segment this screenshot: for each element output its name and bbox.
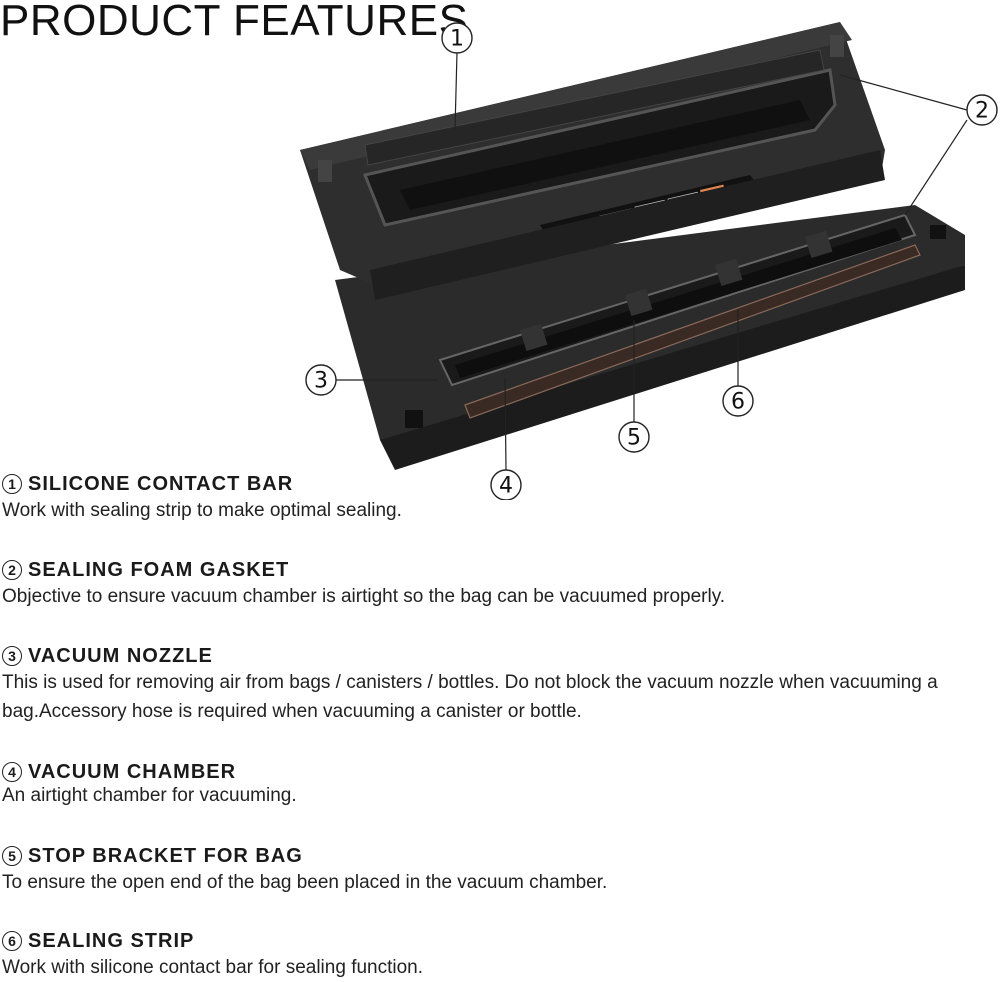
feature-number-badge: 2 [2,560,22,580]
feature-title: VACUUM CHAMBER [28,760,237,783]
feature-number-badge: 5 [2,846,22,866]
vacuum-sealer-illustration: DRYMOISTSEALVAC PULSE 1 2 3 4 5 6 [300,22,998,500]
feature-title: STOP BRACKET FOR BAG [28,844,303,867]
feature-description: To ensure the open end of the bag been p… [2,872,608,893]
callout-3: 3 [314,369,328,394]
feature-number-badge: 1 [2,474,22,494]
callout-6: 6 [731,390,745,415]
feature-number-badge: 3 [2,646,22,666]
callout-5: 5 [627,426,641,451]
feature-sealing-strip: 6 SEALING STRIP Work with silicone contac… [0,928,1000,982]
feature-silicone-contact-bar: 1 SILICONE CONTACT BAR Work with sealing … [0,471,1000,525]
feature-description: Objective to ensure vacuum chamber is ai… [2,586,726,607]
feature-sealing-foam-gasket: 2 SEALING FOAM GASKET Objective to ensure… [0,557,1000,611]
feature-number-badge: 6 [2,931,22,951]
page-title: PRODUCT FEATURES [0,0,469,45]
feature-vacuum-nozzle: 3 VACUUM NOZZLE This is used for removing… [0,643,1000,726]
feature-title: VACUUM NOZZLE [28,644,213,667]
feature-number-badge: 4 [2,762,22,782]
feature-title: SILICONE CONTACT BAR [28,472,294,495]
feature-description: This is used for removing air from bags … [2,672,943,722]
callout-2: 2 [975,99,989,124]
feature-title: SEALING STRIP [28,929,195,952]
feature-title: SEALING FOAM GASKET [28,558,290,581]
callout-1: 1 [450,27,464,52]
feature-description: Work with silicone contact bar for seali… [2,957,424,978]
callout-4: 4 [499,474,513,499]
feature-stop-bracket-for-bag: 5 STOP BRACKET FOR BAG To ensure the open… [0,843,1000,897]
feature-description: An airtight chamber for vacuuming. [2,785,297,806]
feature-vacuum-chamber: 4 VACUUM CHAMBER An airtight chamber for … [0,759,1000,808]
feature-description: Work with sealing strip to make optimal … [2,500,402,521]
